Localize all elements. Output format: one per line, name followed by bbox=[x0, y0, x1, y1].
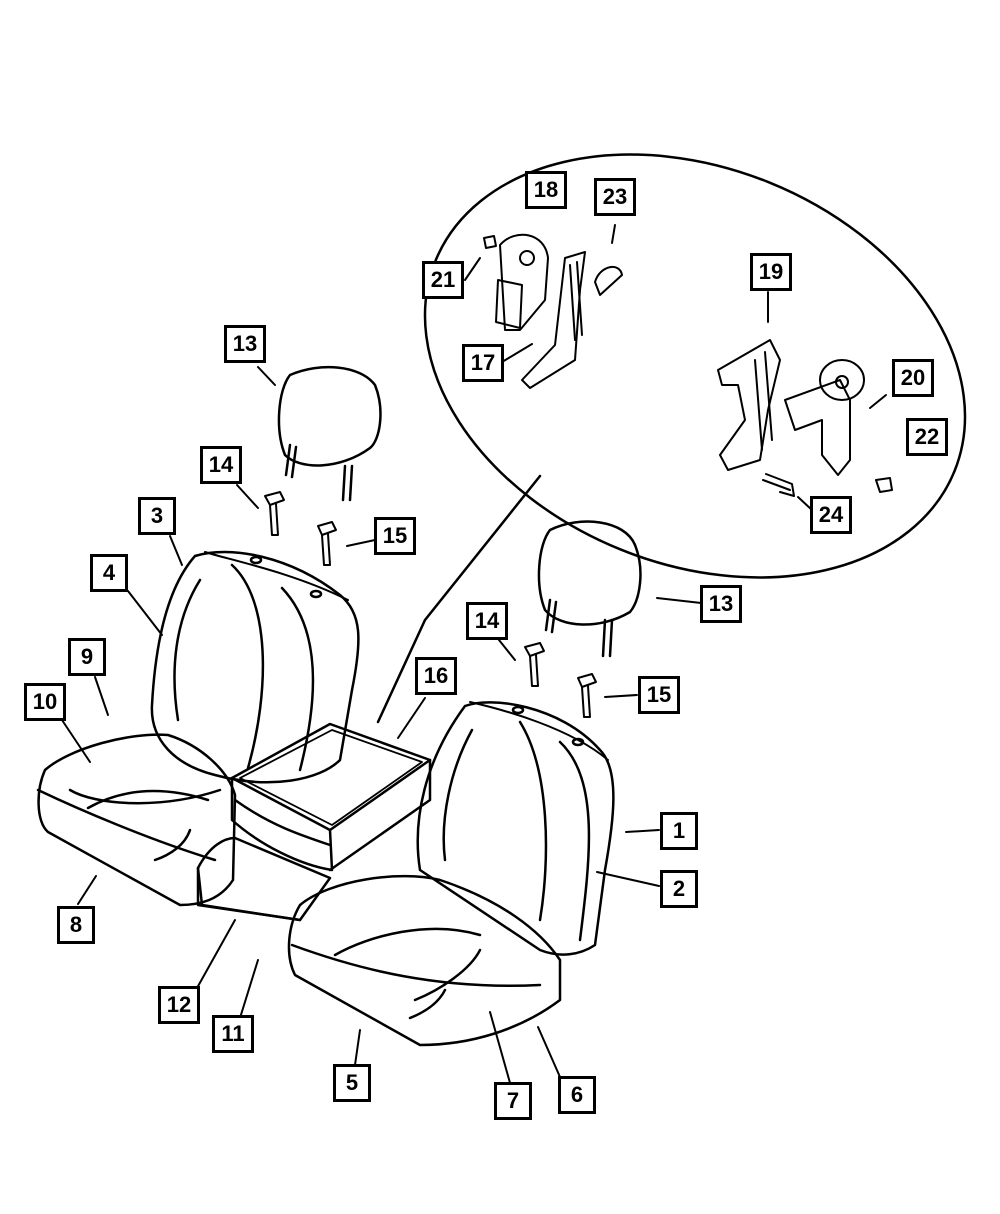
leader-lines bbox=[61, 224, 887, 1091]
detail-parts bbox=[483, 233, 893, 497]
callout-15-left: 15 bbox=[374, 517, 416, 555]
right-seat-cushion bbox=[287, 874, 562, 1047]
callout-12: 12 bbox=[158, 986, 200, 1024]
callout-9: 9 bbox=[68, 638, 106, 676]
left-seat-back bbox=[150, 550, 360, 784]
callout-6: 6 bbox=[558, 1076, 596, 1114]
callout-20: 20 bbox=[892, 359, 934, 397]
headrest-guides bbox=[264, 491, 597, 718]
callout-16: 16 bbox=[415, 657, 457, 695]
callout-11: 11 bbox=[212, 1015, 254, 1053]
detail-connector-line bbox=[376, 474, 542, 724]
callout-3: 3 bbox=[138, 497, 176, 535]
right-seat-back bbox=[416, 701, 615, 956]
callout-23: 23 bbox=[594, 178, 636, 216]
callout-17: 17 bbox=[462, 344, 504, 382]
callout-2: 2 bbox=[660, 870, 698, 908]
callout-8: 8 bbox=[57, 906, 95, 944]
left-seat-cushion bbox=[36, 733, 237, 907]
headrest-right bbox=[537, 520, 642, 658]
callout-5: 5 bbox=[333, 1064, 371, 1102]
callout-13-right: 13 bbox=[700, 585, 742, 623]
callout-15-right: 15 bbox=[638, 676, 680, 714]
callout-19: 19 bbox=[750, 253, 792, 291]
callout-14-left: 14 bbox=[200, 446, 242, 484]
callout-24: 24 bbox=[810, 496, 852, 534]
headrest-left bbox=[277, 365, 382, 502]
callout-21: 21 bbox=[422, 261, 464, 299]
callout-18: 18 bbox=[525, 171, 567, 209]
callout-13-left: 13 bbox=[224, 325, 266, 363]
callout-10: 10 bbox=[24, 683, 66, 721]
center-seat-cushion bbox=[196, 836, 332, 922]
callout-22: 22 bbox=[906, 418, 948, 456]
callout-4: 4 bbox=[90, 554, 128, 592]
callout-7: 7 bbox=[494, 1082, 532, 1120]
callout-1: 1 bbox=[660, 812, 698, 850]
callout-14-right: 14 bbox=[466, 602, 508, 640]
